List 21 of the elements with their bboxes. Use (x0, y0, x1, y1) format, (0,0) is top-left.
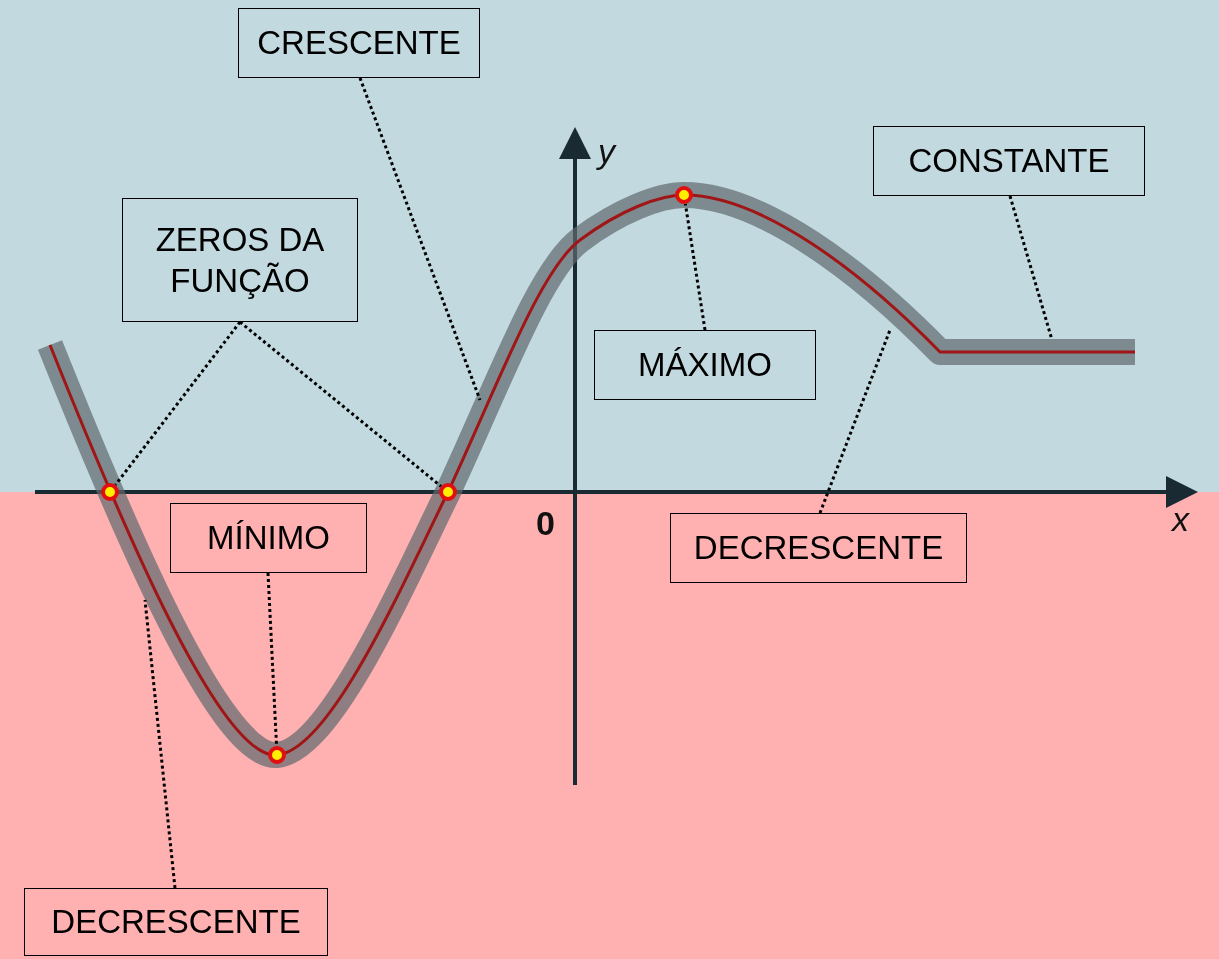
minimum-point (268, 746, 286, 764)
leader-line (239, 320, 442, 488)
axis-label: y (598, 132, 615, 171)
zero-point (101, 483, 119, 501)
callout-label: DECRESCENTE (670, 513, 967, 583)
leader-line (143, 599, 177, 889)
leader-line (683, 203, 707, 331)
leader-line (266, 572, 279, 747)
zero-point (439, 483, 457, 501)
callout-label: DECRESCENTE (24, 888, 328, 956)
axis-label: x (1172, 500, 1189, 539)
maximum-point (675, 186, 693, 204)
callout-label: CONSTANTE (873, 126, 1145, 196)
leader-line (358, 77, 482, 401)
callout-label: ZEROS DA FUNÇÃO (122, 198, 358, 322)
callout-label: MÁXIMO (594, 330, 816, 400)
leader-line (818, 329, 892, 514)
leader-line (114, 321, 242, 486)
callout-label: CRESCENTE (238, 8, 480, 78)
origin-label: 0 (536, 504, 555, 543)
callout-label: MÍNIMO (170, 503, 367, 573)
